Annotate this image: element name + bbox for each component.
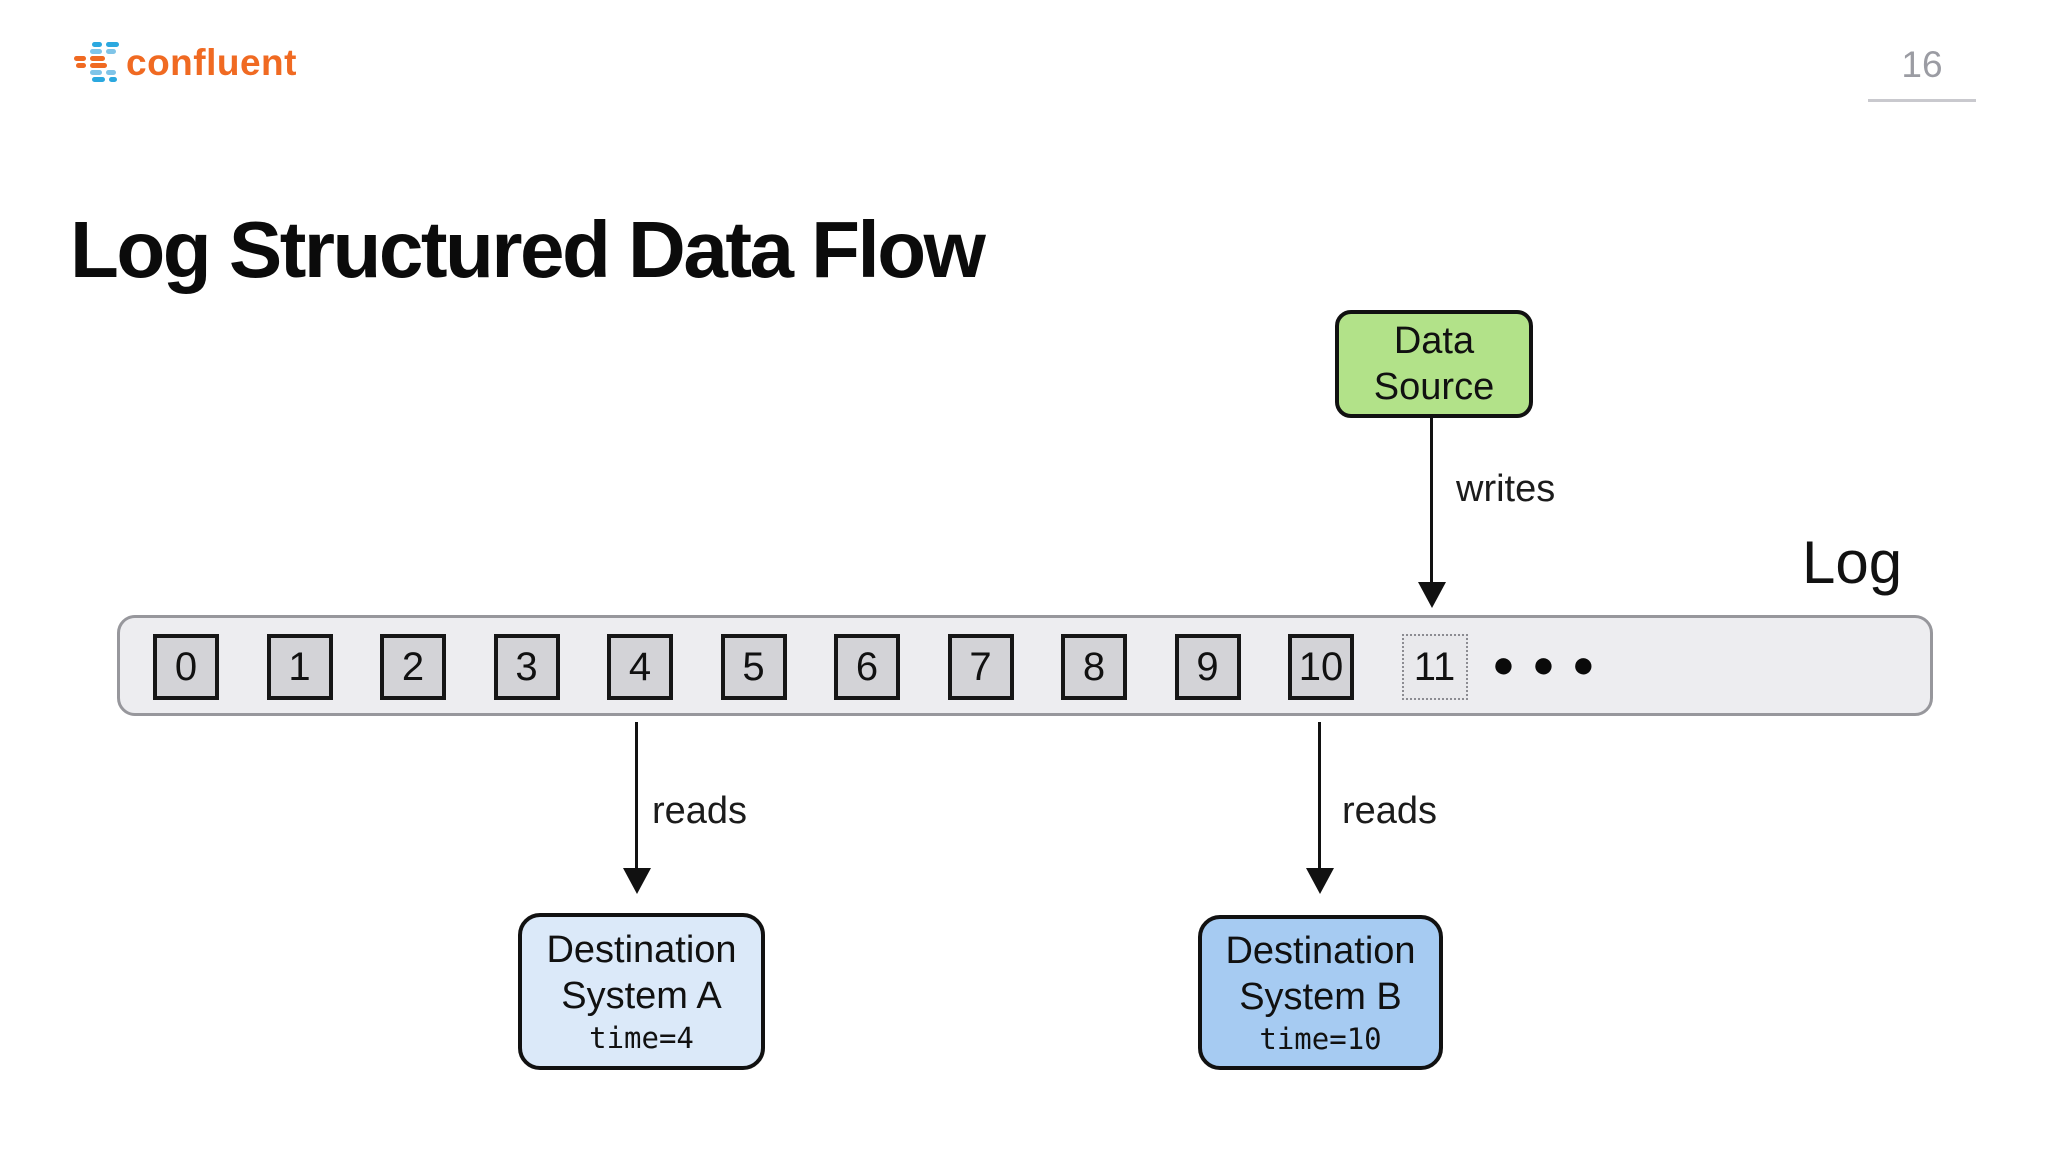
log-cell: 4 xyxy=(607,634,673,700)
page-number-underline xyxy=(1868,99,1976,102)
destination-a-line2: System A xyxy=(561,974,722,1017)
log-cell-label: 11 xyxy=(1413,645,1456,689)
destination-system-a-box: Destination System A time=4 xyxy=(518,913,765,1070)
log-cell: 8 xyxy=(1061,634,1127,700)
destination-a-line1: Destination xyxy=(546,928,737,971)
writes-label: writes xyxy=(1456,468,1556,510)
log-cell-label: 0 xyxy=(174,645,198,689)
log-cell: 6 xyxy=(834,634,900,700)
log-cell-label: 3 xyxy=(515,645,538,689)
reads-arrow-b-head xyxy=(1306,868,1334,894)
destination-a-time: time=4 xyxy=(589,1020,694,1055)
destination-b-line1: Destination xyxy=(1225,929,1416,972)
log-cell: 9 xyxy=(1174,634,1241,700)
data-source-label-line1: Data xyxy=(1393,320,1475,362)
log-cell-label: 4 xyxy=(628,645,652,689)
destination-b-time: time=10 xyxy=(1259,1021,1382,1056)
log-cell: 3 xyxy=(493,634,560,700)
data-source-label-line2: Source xyxy=(1373,366,1495,408)
data-source-box: Data Source xyxy=(1335,310,1533,418)
log-cell: 10 xyxy=(1288,634,1354,700)
writes-arrow-head xyxy=(1418,582,1446,608)
destination-system-b-box: Destination System B time=10 xyxy=(1198,915,1443,1070)
log-cell: 0 xyxy=(153,634,219,700)
log-cell: 5 xyxy=(720,634,787,700)
log-cell-label: 2 xyxy=(401,645,425,689)
confluent-logo-icon xyxy=(74,42,122,86)
log-cell: 7 xyxy=(947,634,1014,700)
reads-label-a: reads xyxy=(652,790,748,832)
destination-b-line2: System B xyxy=(1239,975,1402,1018)
confluent-logo: confluent xyxy=(74,36,297,92)
reads-label-b: reads xyxy=(1342,790,1438,832)
log-bar: 0 1 2 3 4 5 6 7 8 9 10 11 xyxy=(117,615,1933,716)
reads-arrow-a-head xyxy=(623,868,651,894)
log-label: Log xyxy=(1802,529,1903,596)
reads-arrow-a xyxy=(635,722,638,870)
writes-arrow xyxy=(1430,418,1433,584)
slide-title: Log Structured Data Flow xyxy=(70,204,986,294)
log-cell-label: 5 xyxy=(742,645,765,689)
log-ellipsis: ●●● xyxy=(1492,644,1612,686)
log-cell-label: 9 xyxy=(1196,645,1219,689)
log-cell-label: 8 xyxy=(1082,645,1106,689)
log-cell: 2 xyxy=(380,634,446,700)
log-cell-label: 7 xyxy=(969,645,992,689)
log-cell-label: 6 xyxy=(855,645,879,689)
log-cell: 11 xyxy=(1401,634,1468,700)
log-cell: 1 xyxy=(266,634,333,700)
reads-arrow-b xyxy=(1318,722,1321,870)
log-cell-label: 10 xyxy=(1298,645,1344,689)
log-cell-label: 1 xyxy=(288,645,311,689)
page-number: 16 xyxy=(1901,44,1943,85)
confluent-logo-text: confluent xyxy=(126,41,297,83)
